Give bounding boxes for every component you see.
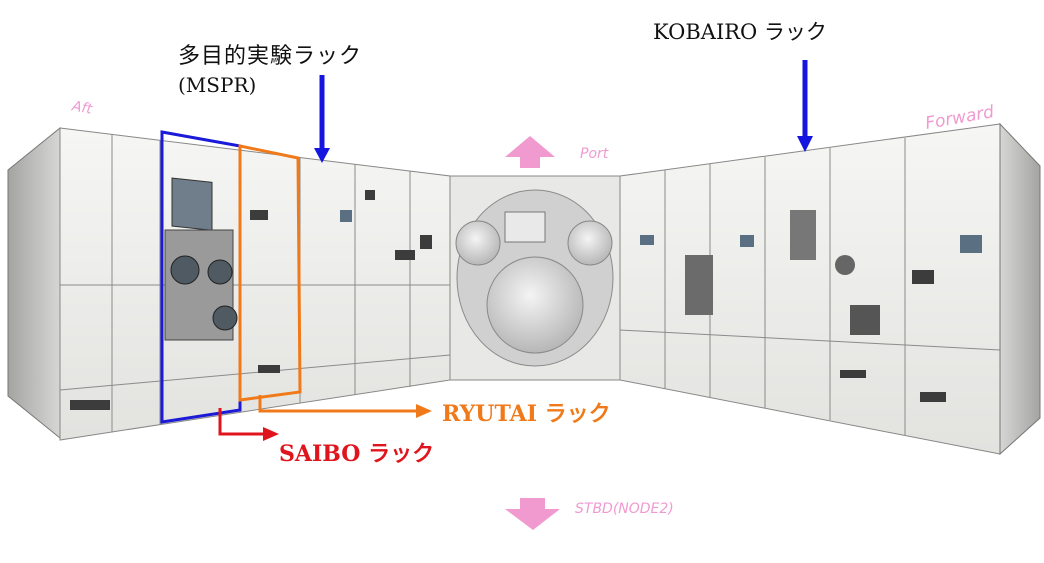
aft-direction-label: Aft [70, 98, 94, 118]
port-direction-label: Port [580, 146, 609, 162]
middle-rack-details [70, 190, 432, 410]
right-rack-details [640, 210, 982, 402]
mspr-label-line1: 多目的実験ラック [178, 44, 363, 69]
mspr-equipment [164, 177, 238, 341]
stbd-direction-label: STBD(NODE2) [575, 501, 674, 517]
left-end-wall [7, 126, 61, 440]
right-rack-wall [619, 123, 1001, 455]
port-direction-arrow [505, 136, 555, 168]
mspr-arrow [314, 75, 330, 163]
kobairo-label: KOBAIRO ラック [653, 20, 827, 44]
stbd-direction-arrow [505, 498, 560, 530]
left-rack-wall [59, 127, 451, 441]
saibo-arrow [218, 408, 279, 441]
mspr-label-line2: (MSPR) [178, 73, 257, 97]
right-rack-dividers [619, 138, 1001, 436]
ryutai-label: RYUTAI ラック [442, 401, 611, 427]
ryutai-arrow [258, 395, 432, 418]
ryutai-highlight-outline [238, 144, 302, 402]
mspr-highlight-outline [160, 130, 242, 424]
saibo-label: SAIBO ラック [279, 441, 435, 467]
kobairo-arrow [797, 60, 813, 152]
right-end-wall [999, 122, 1041, 456]
